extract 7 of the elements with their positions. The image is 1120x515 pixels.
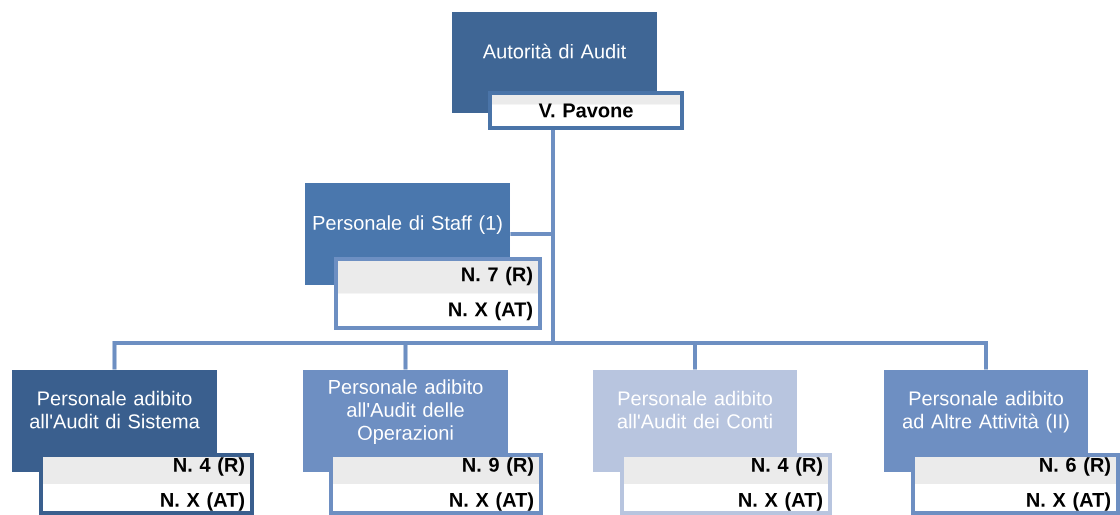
count-box: N. 9 (R) N. X (AT): [329, 453, 543, 515]
name-box: V. Pavone: [488, 91, 684, 130]
count-box: N. 4 (R) N. X (AT): [39, 453, 254, 515]
count-box: N. 6 (R) N. X (AT): [911, 453, 1120, 515]
count-box: N. 4 (R) N. X (AT): [620, 453, 832, 515]
count-box: N. 7 (R) N. X (AT): [334, 257, 542, 330]
connector-line: [551, 130, 988, 370]
